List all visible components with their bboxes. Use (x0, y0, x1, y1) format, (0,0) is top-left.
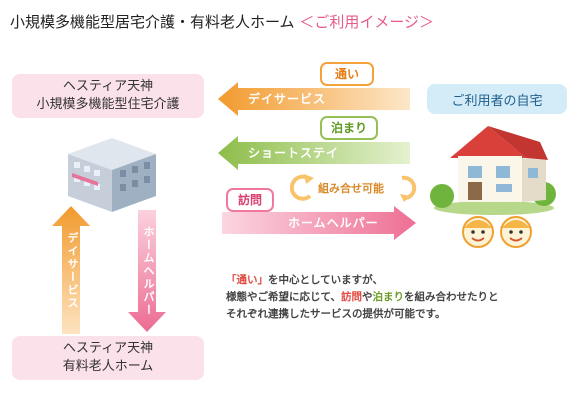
facility-top-type: 小規模多機能型住宅介護 (36, 97, 180, 112)
facility-bottom-name: ヘスティア天神 (62, 341, 154, 356)
note-line-1-rest: を中心としていますが、 (268, 274, 383, 286)
note-visit: 訪問 (340, 291, 362, 303)
facility-top-box: ヘスティア天神 小規模多機能型住宅介護 (12, 74, 204, 118)
cycle-arrow-right-icon (400, 175, 417, 202)
home-helper-tag: 訪問 (226, 188, 274, 212)
note-line-2-a: 様態やご希望に応じて、 (226, 291, 341, 303)
note-line-2-c: を組み合わせたりと (403, 291, 499, 303)
note-stay: 泊まり (372, 291, 404, 303)
cycle-arrows-icon (290, 174, 314, 201)
short-stay-arrow (218, 136, 410, 170)
vertical-home-helper-label: ホームヘルパー (142, 226, 155, 317)
home-helper-down-arrow (128, 210, 166, 332)
note-line-2-b: や (361, 291, 373, 303)
home-box: ご利用者の自宅 (427, 84, 567, 114)
short-stay-tag: 泊まり (320, 116, 378, 140)
note-line-3: それぞれ連携したサービスの提供が可能です。 (226, 308, 446, 320)
day-service-label: デイサービス (248, 92, 327, 106)
home-label: ご利用者の自宅 (451, 93, 543, 109)
note-kayoi: 「通い」 (226, 274, 268, 286)
day-service-tag: 通い (320, 62, 374, 86)
combo-label: 組み合せ可能 (318, 182, 384, 195)
day-service-arrow (218, 82, 410, 116)
title-subtitle: ＜ご利用イメージ＞ (299, 13, 435, 31)
vertical-day-service-label: デイサービス (66, 232, 79, 310)
facility-bottom-box: ヘスティア天神 有料老人ホーム (12, 336, 204, 380)
service-note: 「通い」を中心としていますが、 様態やご希望に応じて、訪問や泊まりを組み合わせた… (226, 272, 498, 323)
facility-bottom-type: 有料老人ホーム (62, 359, 154, 374)
note-line-2: 様態やご希望に応じて、訪問や泊まりを組み合わせたりと (226, 289, 498, 306)
title-main: 小規模多機能型居宅介護・有料老人ホーム (10, 13, 295, 31)
page-title: 小規模多機能型居宅介護・有料老人ホーム ＜ご利用イメージ＞ (10, 11, 434, 32)
short-stay-label: ショートステイ (248, 146, 340, 160)
home-helper-label: ホームヘルパー (288, 216, 379, 230)
family-icon (462, 216, 532, 248)
note-line-1: 「通い」を中心としていますが、 (226, 272, 498, 289)
home-helper-arrow (222, 206, 416, 240)
house-icon (430, 126, 556, 215)
facility-top-name: ヘスティア天神 (62, 79, 154, 94)
day-service-up-arrow (52, 206, 90, 334)
building-icon (68, 138, 156, 212)
